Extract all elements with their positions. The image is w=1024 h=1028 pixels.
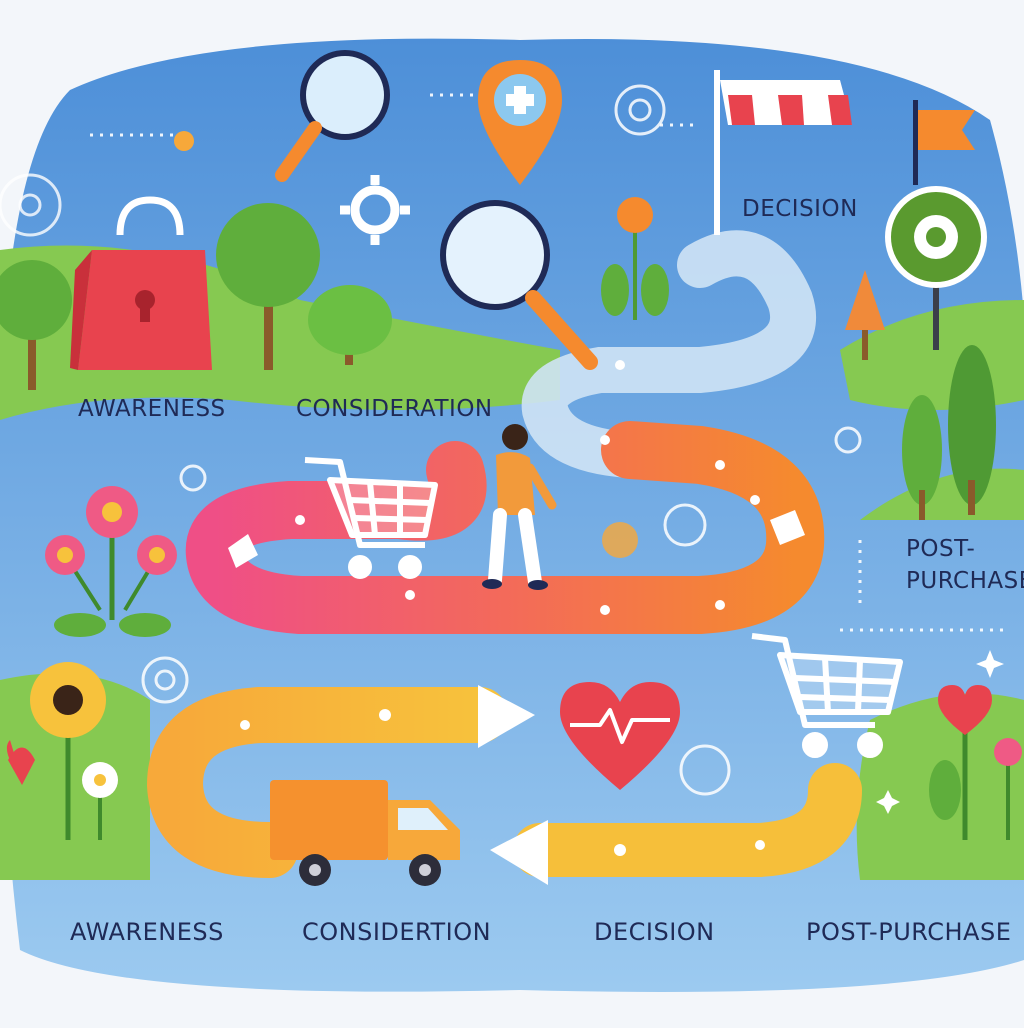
flower-icon: [929, 685, 1022, 840]
stage-label-post-purchase-top: POST- PURCHASE: [906, 533, 1024, 597]
shopping-cart-icon: [304, 457, 438, 579]
stage-label-decision-bottom: DECISION: [594, 918, 715, 946]
tree-icon: [308, 285, 392, 365]
flower-icon: [601, 197, 669, 320]
arrow-head-left: [490, 820, 548, 885]
arrow-head-right: [478, 685, 535, 748]
stage-label-awareness-top: AWARENESS: [78, 396, 226, 422]
path-middle-dots: [295, 360, 760, 615]
gear-icon: [340, 175, 410, 245]
heart-pulse-icon: [560, 682, 680, 790]
tree-icon: [902, 345, 996, 520]
flower-icon: [6, 662, 118, 840]
location-pin-icon: [478, 60, 562, 185]
shopping-cart-icon: [751, 633, 903, 758]
journey-path-glass: [521, 230, 816, 478]
stage-label-awareness-bottom: AWARENESS: [70, 918, 224, 946]
stage-label-consideration-bottom: CONSIDERTION: [302, 918, 492, 946]
shop-awning-icon: [714, 70, 852, 235]
delivery-truck-icon: [270, 780, 460, 886]
badge-icon: [602, 522, 638, 558]
decorative-circles: [141, 84, 862, 796]
dot-orange: [174, 131, 194, 151]
dotted-connectors: [90, 93, 1010, 632]
magnifier-icon: [440, 200, 598, 370]
magnifier-icon: [275, 50, 390, 182]
tree-icon: [845, 270, 885, 360]
journey-path-bottom-lower: [513, 763, 862, 877]
person-walking-icon: [482, 424, 557, 590]
path-marker: [228, 534, 258, 568]
stage-label-post-purchase-bottom: POST-PURCHASE: [806, 918, 1012, 946]
stage-label-post-purchase-line1: POST-: [906, 536, 976, 562]
stage-label-post-purchase-line2: PURCHASE: [906, 568, 1024, 594]
gear-icon: [0, 173, 62, 237]
journey-path-bottom-upper: [146, 687, 508, 878]
sparkle-icon: [876, 650, 1004, 814]
stage-label-decision-top: DECISION: [742, 196, 858, 222]
stage-label-consideration-top: CONSIDERATION: [296, 396, 493, 422]
badge-icon: [885, 186, 987, 350]
grass-hill-bottom-left: [0, 673, 150, 880]
path-marker: [770, 510, 805, 545]
flower-icon: [45, 486, 177, 637]
flag-icon: [913, 100, 975, 185]
tree-icon: [0, 260, 72, 390]
shopping-bag-icon: [70, 196, 212, 370]
path-bottom-dots: [240, 709, 765, 856]
tree-icon: [216, 203, 320, 370]
